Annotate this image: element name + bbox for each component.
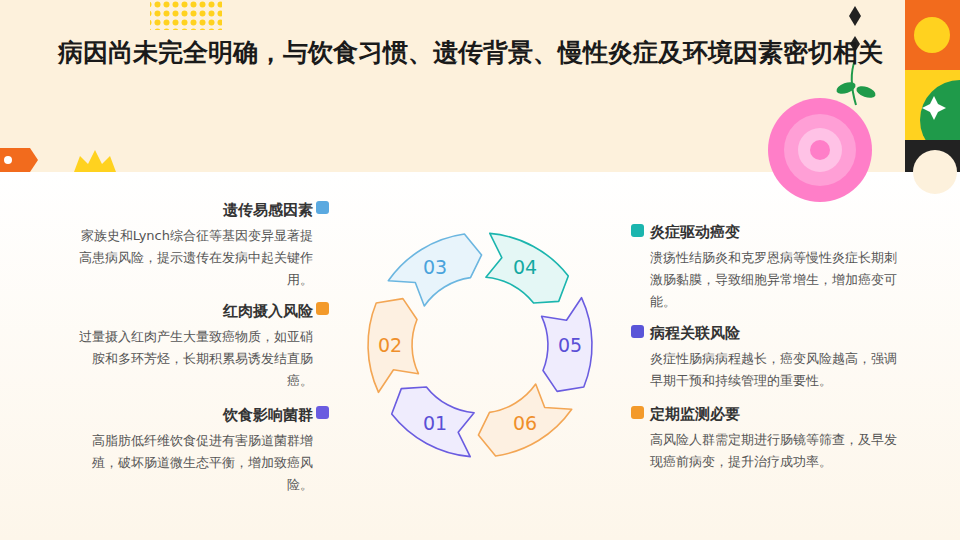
factor-description: 高风险人群需定期进行肠镜等筛查，及早发现癌前病变，提升治疗成功率。 bbox=[650, 429, 902, 473]
cycle-segment: 06 bbox=[477, 375, 573, 471]
factor-heading: 定期监测必要 bbox=[650, 403, 902, 425]
callout-number: 06 bbox=[513, 412, 537, 434]
cycle-segment: 04 bbox=[477, 219, 573, 315]
callout-number: 03 bbox=[423, 256, 447, 278]
callout-number: 01 bbox=[423, 412, 447, 434]
cycle-segment: 05 bbox=[522, 297, 618, 393]
factor-block: 饮食影响菌群高脂肪低纤维饮食促进有害肠道菌群增殖，破坏肠道微生态平衡，增加致癌风… bbox=[68, 404, 313, 496]
factor-description: 过量摄入红肉产生大量致癌物质，如亚硝胺和多环芳烃，长期积累易诱发结直肠癌。 bbox=[68, 326, 313, 392]
factor-block: 炎症驱动癌变溃疡性结肠炎和克罗恩病等慢性炎症长期刺激肠黏膜，导致细胞异常增生，增… bbox=[650, 221, 902, 313]
callout-number: 05 bbox=[558, 334, 582, 356]
factor-heading: 病程关联风险 bbox=[650, 322, 902, 344]
factor-heading: 饮食影响菌群 bbox=[68, 404, 313, 426]
cycle-segment: 02 bbox=[342, 297, 438, 393]
factor-block: 病程关联风险炎症性肠病病程越长，癌变风险越高，强调早期干预和持续管理的重要性。 bbox=[650, 322, 902, 392]
slide-title: 病因尚未完全明确，与饮食习惯、遗传背景、慢性炎症及环境因素密切相关 bbox=[58, 34, 908, 72]
factor-heading: 炎症驱动癌变 bbox=[650, 221, 902, 243]
factor-heading: 遗传易感因素 bbox=[68, 199, 313, 221]
callout-number: 02 bbox=[378, 334, 402, 356]
callout-number: 04 bbox=[513, 256, 537, 278]
factor-block: 遗传易感因素家族史和Lynch综合征等基因变异显著提高患病风险，提示遗传在发病中… bbox=[68, 199, 313, 291]
factor-heading: 红肉摄入风险 bbox=[68, 300, 313, 322]
factor-description: 高脂肪低纤维饮食促进有害肠道菌群增殖，破坏肠道微生态平衡，增加致癌风险。 bbox=[68, 430, 313, 496]
factor-description: 炎症性肠病病程越长，癌变风险越高，强调早期干预和持续管理的重要性。 bbox=[650, 348, 902, 392]
factor-block: 定期监测必要高风险人群需定期进行肠镜等筛查，及早发现癌前病变，提升治疗成功率。 bbox=[650, 403, 902, 473]
factor-block: 红肉摄入风险过量摄入红肉产生大量致癌物质，如亚硝胺和多环芳烃，长期积累易诱发结直… bbox=[68, 300, 313, 392]
factor-description: 家族史和Lynch综合征等基因变异显著提高患病风险，提示遗传在发病中起关键作用。 bbox=[68, 225, 313, 291]
factor-description: 溃疡性结肠炎和克罗恩病等慢性炎症长期刺激肠黏膜，导致细胞异常增生，增加癌变可能。 bbox=[650, 247, 902, 313]
cycle-segment: 01 bbox=[387, 375, 483, 471]
